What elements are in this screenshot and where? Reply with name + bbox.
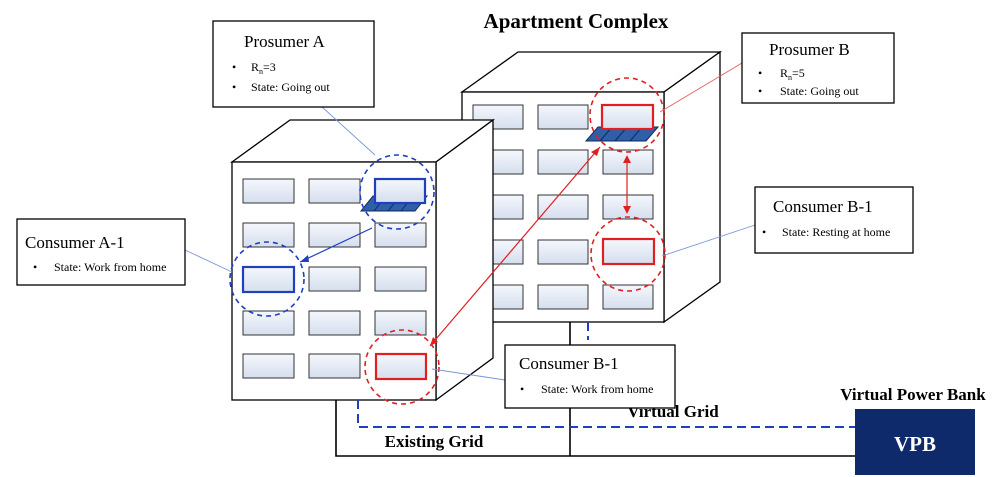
building-b bbox=[459, 50, 723, 324]
bullet: • bbox=[33, 260, 37, 274]
callout-consumer-b1-bottom: Consumer B-1 • State: Work from home bbox=[504, 344, 676, 409]
bullet: • bbox=[758, 66, 762, 80]
callout-consumer-a1-title: Consumer A-1 bbox=[25, 233, 125, 252]
callout-consumer-b1-bottom-state: State: Work from home bbox=[541, 382, 653, 396]
bullet: • bbox=[232, 80, 236, 94]
callout-prosumer-b: Prosumer B • Rn=5 • State: Going out bbox=[741, 32, 895, 104]
window bbox=[308, 353, 361, 379]
rn-value: =3 bbox=[263, 60, 276, 74]
window bbox=[537, 239, 589, 265]
window bbox=[242, 222, 295, 248]
leader-consumer-b1-bottom bbox=[431, 368, 506, 381]
window bbox=[374, 266, 427, 292]
highlight-circle-prosumer-a bbox=[359, 154, 435, 230]
leader-consumer-a1 bbox=[184, 249, 233, 273]
leader-consumer-b1-right bbox=[661, 224, 756, 257]
window bbox=[242, 353, 295, 379]
callout-prosumer-b-state: State: Going out bbox=[780, 84, 859, 98]
callout-consumer-a1-state: State: Work from home bbox=[54, 260, 166, 274]
callout-consumer-b1-right-state: State: Resting at home bbox=[782, 225, 890, 239]
highlight-circle-prosumer-b bbox=[589, 77, 665, 153]
callout-consumer-b1-right: Consumer B-1 • State: Resting at home bbox=[754, 186, 914, 254]
bullet: • bbox=[232, 60, 236, 74]
rn-value: =5 bbox=[792, 66, 805, 80]
highlight-circle-consumer-b1-bottom bbox=[364, 329, 440, 405]
bullet: • bbox=[758, 84, 762, 98]
window bbox=[308, 266, 361, 292]
label-virtual-power-bank: Virtual Power Bank bbox=[840, 385, 986, 404]
vpb-box bbox=[855, 409, 975, 475]
arrow-prosumer-a-to-consumer-a1 bbox=[299, 227, 373, 263]
building-a bbox=[229, 118, 495, 402]
callout-consumer-a1: Consumer A-1 • State: Work from home bbox=[16, 218, 186, 286]
window bbox=[537, 284, 589, 310]
bullet: • bbox=[762, 225, 766, 239]
rn-subscript: n bbox=[259, 67, 263, 76]
highlight-circle-consumer-a1 bbox=[229, 241, 305, 317]
arrow-prosumer-b-to-consumer-b1-bottom bbox=[429, 146, 601, 347]
building-a-windows bbox=[242, 178, 427, 379]
callout-prosumer-a-title: Prosumer A bbox=[244, 32, 325, 51]
bullet: • bbox=[520, 382, 524, 396]
window bbox=[242, 310, 295, 336]
title: Apartment Complex bbox=[484, 9, 669, 33]
window bbox=[374, 222, 427, 248]
vpb-label: VPB bbox=[894, 432, 936, 456]
window bbox=[602, 284, 654, 310]
leader-prosumer-b bbox=[659, 62, 743, 113]
window bbox=[308, 222, 361, 248]
window bbox=[537, 104, 589, 130]
window bbox=[537, 194, 589, 220]
window bbox=[308, 310, 361, 336]
window bbox=[472, 104, 524, 130]
window-consumer-b1-right bbox=[601, 237, 656, 266]
window-prosumer-b bbox=[600, 103, 655, 131]
window bbox=[374, 310, 427, 336]
rn-subscript: n bbox=[788, 73, 792, 82]
virtual-grid-lines bbox=[357, 322, 855, 428]
highlight-circle-consumer-b1-right bbox=[590, 216, 666, 292]
window-prosumer-a bbox=[373, 177, 427, 205]
window-consumer-a1 bbox=[241, 265, 296, 294]
rn-symbol: R bbox=[251, 60, 259, 74]
callout-prosumer-b-rn: Rn=5 bbox=[780, 66, 805, 82]
arrow-prosumer-b-to-consumer-b1-right bbox=[623, 155, 631, 214]
callout-consumer-b1-right-title: Consumer B-1 bbox=[773, 197, 873, 216]
rn-symbol: R bbox=[780, 66, 788, 80]
window-consumer-b1-bottom bbox=[374, 352, 428, 381]
callout-consumer-b1-bottom-title: Consumer B-1 bbox=[519, 354, 619, 373]
callout-prosumer-b-title: Prosumer B bbox=[769, 40, 850, 59]
window bbox=[308, 178, 361, 204]
window bbox=[242, 178, 295, 204]
callout-prosumer-a: Prosumer A • Rn=3 • State: Going out bbox=[212, 20, 375, 108]
callout-prosumer-a-rn: Rn=3 bbox=[251, 60, 276, 76]
label-existing-grid: Existing Grid bbox=[385, 432, 484, 451]
building-a-side bbox=[435, 118, 494, 402]
callout-prosumer-a-state: State: Going out bbox=[251, 80, 330, 94]
